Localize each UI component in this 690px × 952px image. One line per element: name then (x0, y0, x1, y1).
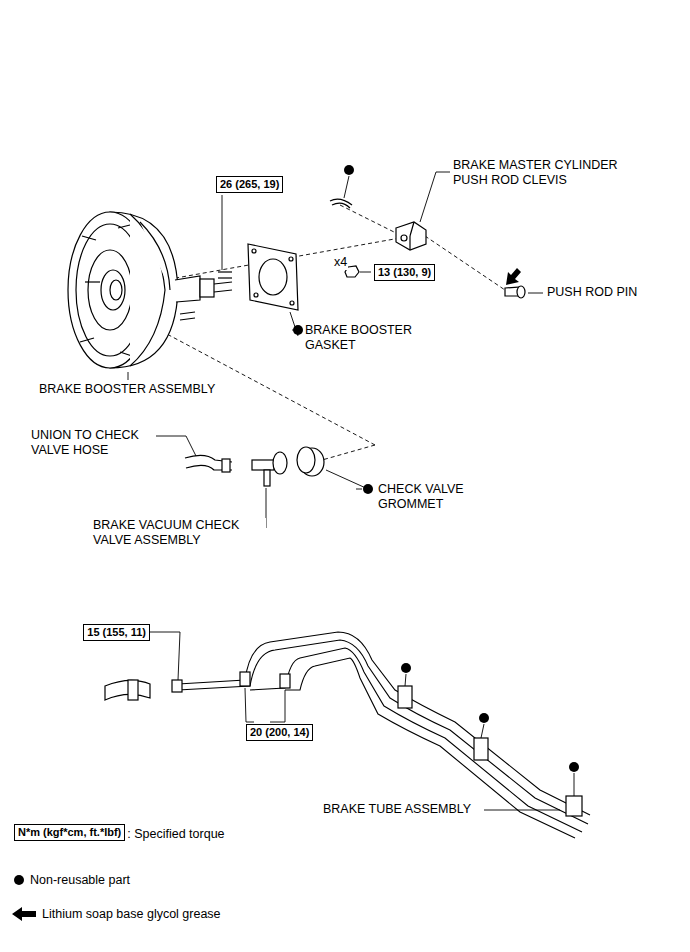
gasket (248, 244, 298, 310)
clip (330, 199, 352, 208)
brake-tube (178, 632, 590, 838)
part-name: BRAKE BOOSTER GASKET (304, 323, 428, 353)
torque-box: 13 (130, 9) (374, 264, 435, 281)
push-rod-pin (505, 286, 525, 298)
legend-text: : Specified torque (127, 827, 224, 842)
tube-nut (172, 672, 290, 692)
quantity-mark: x4 (333, 255, 348, 270)
torque-box: 20 (200, 14) (246, 724, 313, 741)
non-reusable-dot (14, 165, 579, 885)
part-name: BRAKE VACUUM CHECK VALVE ASSEMBLY (92, 518, 266, 548)
torque-value: 20 (200, 14) (250, 726, 309, 738)
part-name: PUSH ROD PIN (546, 285, 638, 300)
tube-clamp (398, 686, 582, 816)
torque-value: 13 (130, 9) (378, 266, 431, 278)
torque-value: 15 (155, 11) (87, 626, 146, 638)
torque-box: 26 (265, 19) (216, 176, 283, 193)
part-name: BRAKE BOOSTER ASSEMBLY (38, 382, 216, 397)
clevis (396, 222, 426, 250)
assembly-line (75, 205, 505, 462)
legend-unit-box: N*m (kgf*cm, ft.*lbf) (14, 824, 125, 841)
master-cylinder-stub (105, 680, 150, 700)
torque-value: N*m (kgf*cm, ft.*lbf) (18, 826, 121, 838)
brake-booster (68, 212, 232, 368)
master-cylinder-stub (128, 680, 138, 700)
check-valve (252, 452, 287, 486)
grease-legend-arrow (12, 907, 36, 921)
part-name: CHECK VALVE GROMMET (377, 482, 483, 512)
torque-value: 26 (265, 19) (220, 178, 279, 190)
hose-clamp (222, 459, 230, 472)
grommet (297, 447, 324, 476)
legend-text: Lithium soap base glycol grease (42, 907, 221, 922)
part-name: UNION TO CHECK VALVE HOSE (30, 428, 156, 458)
part-name: BRAKE MASTER CYLINDER PUSH ROD CLEVIS (452, 158, 638, 188)
leader-line (128, 172, 574, 810)
grease-mark (506, 268, 521, 285)
legend-text: Non-reusable part (30, 873, 130, 888)
torque-box: 15 (155, 11) (83, 624, 150, 641)
part-name: BRAKE TUBE ASSEMBLY (322, 802, 472, 817)
